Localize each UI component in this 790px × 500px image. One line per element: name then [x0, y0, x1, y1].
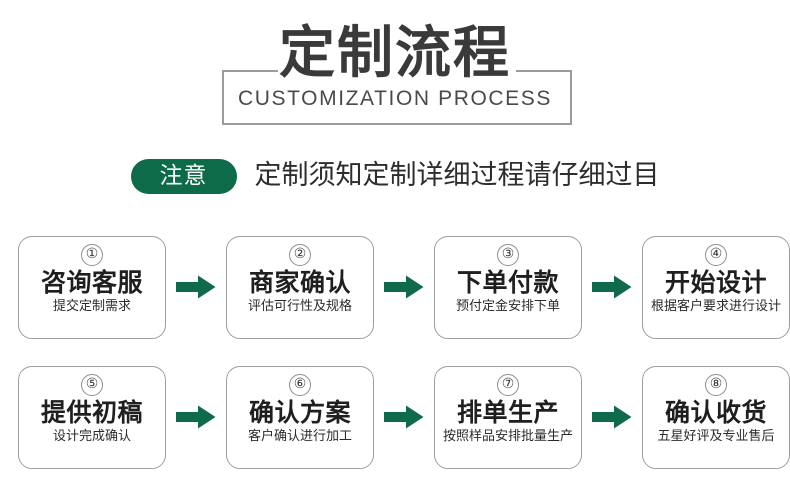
step-subtitle-2: 评估可行性及规格 [247, 298, 352, 314]
arrow-icon-1 [166, 236, 226, 339]
page-header: 定制流程 CUSTOMIZATION PROCESS [0, 0, 790, 140]
step-subtitle-6: 客户确认进行加工 [247, 428, 352, 444]
step-title-7: 排单生产 [456, 397, 559, 427]
arrow-icon-6 [582, 366, 642, 469]
notice-badge: 注意 [130, 158, 237, 194]
page-subtitle: CUSTOMIZATION PROCESS [237, 87, 552, 110]
arrow-icon-4 [166, 366, 226, 469]
step-number-7: ⑦ [497, 373, 519, 396]
step-card-3: ③ 下单付款 预付定金安排下单 [434, 235, 582, 339]
process-flow-row-1: ① 咨询客服 提交定制需求 ② 商家确认 评估可行性及规格 ③ 下单付款 预付定… [0, 222, 790, 352]
step-number-3: ③ [497, 243, 519, 266]
step-number-6: ⑥ [289, 373, 311, 396]
step-title-6: 确认方案 [248, 397, 351, 427]
process-flow-row-2: ⑤ 提供初稿 设计完成确认 ⑥ 确认方案 客户确认进行加工 ⑦ 排单生产 按照样… [0, 352, 790, 482]
step-number-8: ⑧ [705, 373, 727, 396]
step-title-8: 确认收货 [664, 397, 767, 427]
step-title-1: 咨询客服 [40, 267, 143, 297]
step-card-2: ② 商家确认 评估可行性及规格 [226, 235, 374, 339]
step-subtitle-5: 设计完成确认 [52, 428, 131, 444]
step-number-2: ② [289, 243, 311, 266]
step-subtitle-4: 根据客户要求进行设计 [650, 298, 781, 314]
notice-row: 注意 定制须知定制详细过程请仔细过目 [0, 152, 790, 200]
step-card-1: ① 咨询客服 提交定制需求 [18, 235, 166, 339]
step-title-4: 开始设计 [664, 267, 767, 297]
step-number-5: ⑤ [81, 373, 103, 396]
step-subtitle-1: 提交定制需求 [52, 298, 131, 314]
step-card-8: ⑧ 确认收货 五星好评及专业售后 [642, 365, 790, 469]
step-title-3: 下单付款 [456, 267, 559, 297]
page-title: 定制流程 [279, 21, 511, 86]
step-number-4: ④ [705, 243, 727, 266]
arrow-icon-3 [582, 236, 642, 339]
step-title-2: 商家确认 [248, 267, 351, 297]
header-frame-break [278, 63, 516, 79]
step-card-4: ④ 开始设计 根据客户要求进行设计 [642, 235, 790, 339]
step-card-5: ⑤ 提供初稿 设计完成确认 [18, 365, 166, 469]
step-subtitle-3: 预付定金安排下单 [455, 298, 560, 314]
process-flow: ① 咨询客服 提交定制需求 ② 商家确认 评估可行性及规格 ③ 下单付款 预付定… [0, 222, 790, 482]
notice-text: 定制须知定制详细过程请仔细过目 [254, 160, 660, 191]
arrow-icon-2 [374, 236, 434, 339]
step-card-6: ⑥ 确认方案 客户确认进行加工 [226, 365, 374, 469]
step-number-1: ① [81, 243, 103, 266]
step-card-7: ⑦ 排单生产 按照样品安排批量生产 [434, 365, 582, 469]
step-subtitle-8: 五星好评及专业售后 [657, 428, 775, 444]
arrow-icon-5 [374, 366, 434, 469]
step-title-5: 提供初稿 [40, 397, 143, 427]
step-subtitle-7: 按照样品安排批量生产 [442, 428, 573, 444]
